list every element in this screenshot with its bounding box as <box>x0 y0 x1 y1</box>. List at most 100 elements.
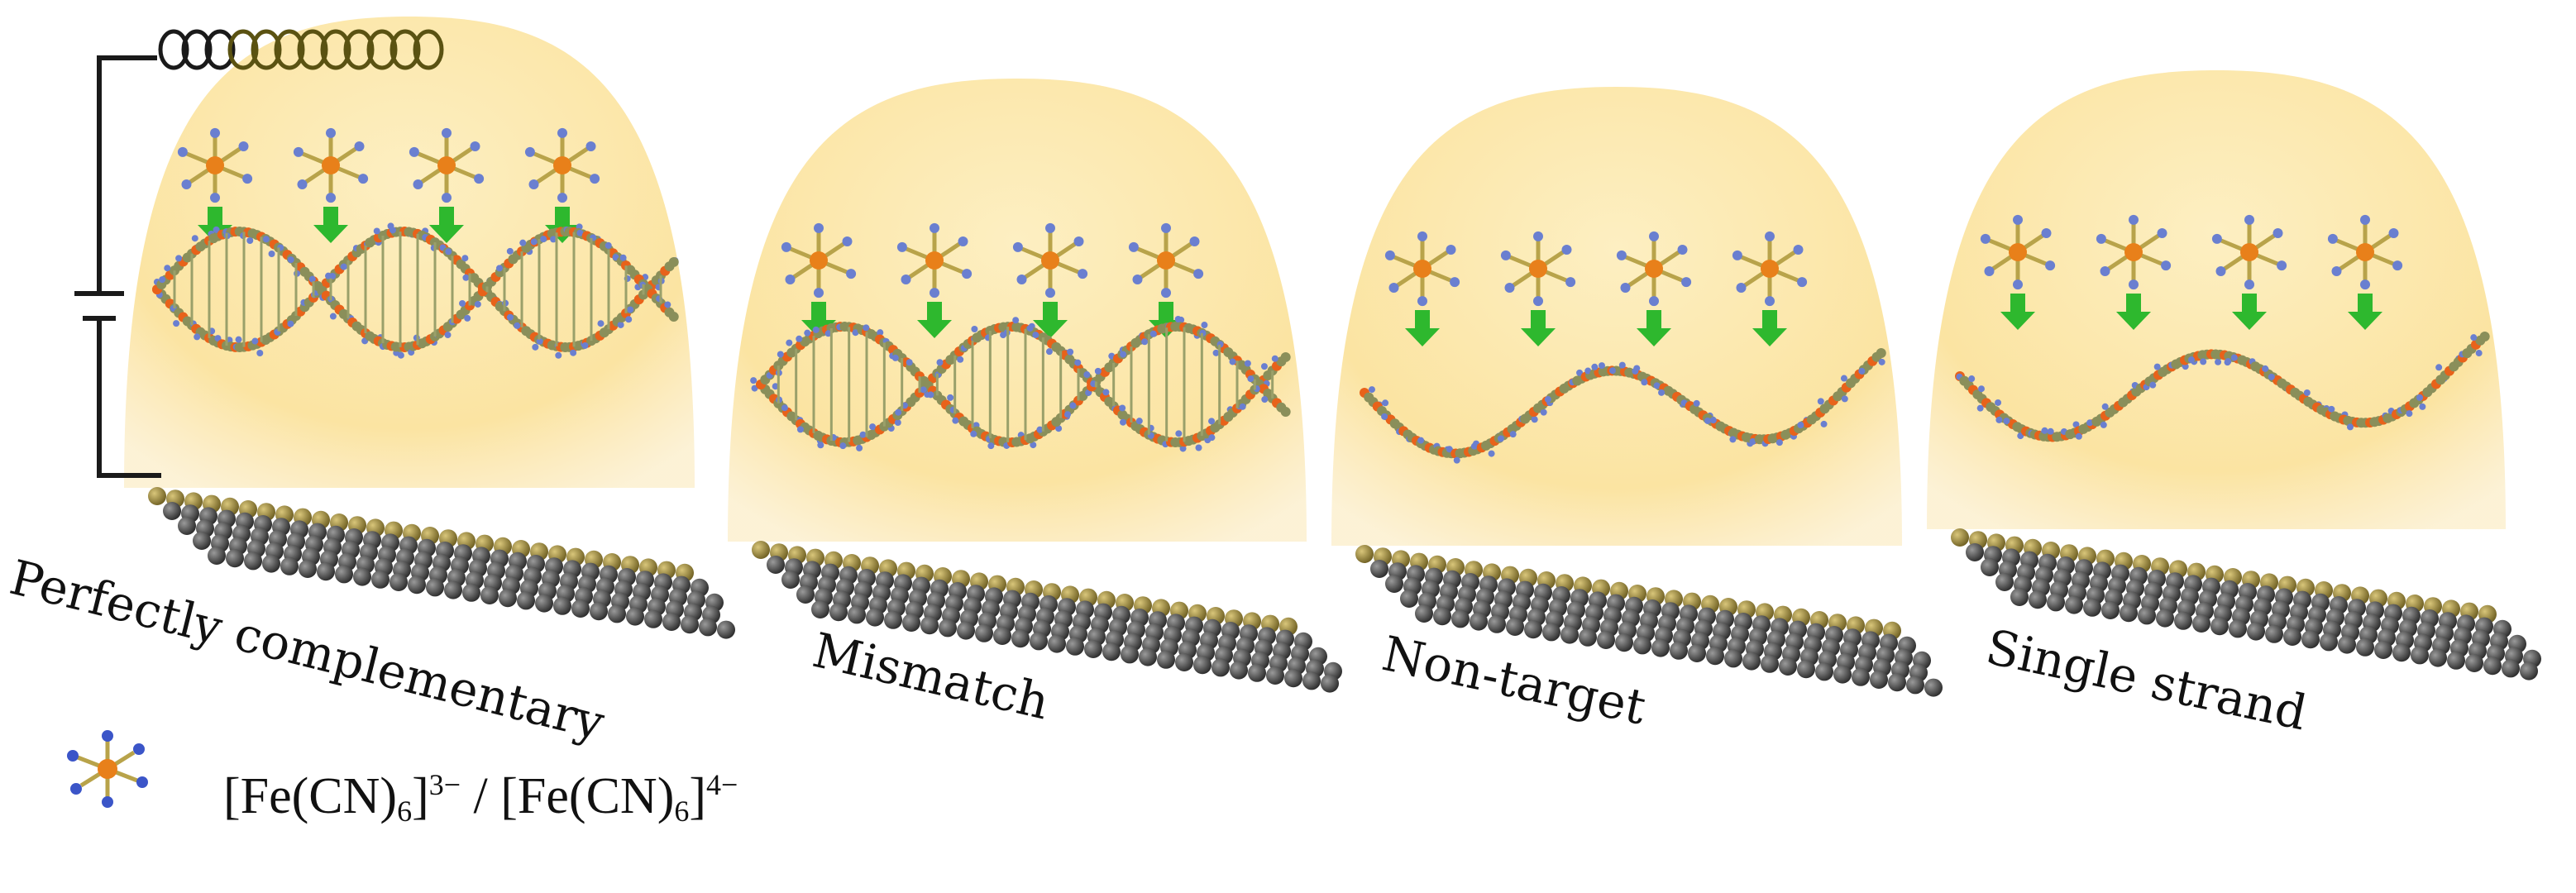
dna-base-atom <box>214 335 222 342</box>
graphene-atom <box>884 610 902 629</box>
graphene-atom <box>796 585 815 604</box>
down-arrow-icon <box>1637 310 1671 346</box>
graphene-atom <box>1724 649 1742 668</box>
dna-base-atom <box>173 320 180 327</box>
dna-base-atom <box>1208 418 1216 425</box>
dna-base-atom <box>1083 371 1091 379</box>
graphene-atom <box>2156 609 2174 628</box>
graphene-atom <box>811 600 829 618</box>
dna-base-atom <box>1497 435 1504 442</box>
graphene-atom <box>2283 628 2301 646</box>
dna-base-atom <box>1641 379 1648 386</box>
graphene-atom <box>426 578 444 597</box>
graphene-atom <box>2320 633 2338 652</box>
graphene-atom <box>1797 660 1815 679</box>
dna-base-atom <box>1149 330 1157 337</box>
dna-base-atom <box>1069 402 1077 409</box>
dna-base-atom <box>2416 394 2424 401</box>
graphene-atom <box>1230 661 1248 680</box>
graphene-atom <box>280 556 299 575</box>
dna-base-atom <box>1544 396 1551 404</box>
dna-base-atom <box>2262 365 2269 372</box>
dna-base-atom <box>251 337 259 345</box>
dna-base-atom <box>1026 324 1034 332</box>
dna-base-atom <box>1244 360 1251 367</box>
graphene-atom <box>335 565 353 584</box>
graphene-atom <box>193 532 211 550</box>
graphene-atom <box>1139 647 1157 666</box>
dna-base-atom <box>852 329 859 337</box>
graphene-atom <box>163 502 181 520</box>
dna-base-atom <box>1576 369 1584 376</box>
dna-base-atom <box>2086 419 2094 427</box>
graphene-atom <box>2520 661 2538 680</box>
dna-base-atom <box>1618 361 1626 369</box>
dna-base-atom <box>1382 399 1389 407</box>
dna-base-atom <box>1174 315 1182 322</box>
dna-base-atom <box>2200 358 2207 365</box>
graphene-atom <box>2392 643 2411 662</box>
graphene-atom <box>1321 674 1339 693</box>
ferricyanide-molecule-icon <box>1384 231 1460 307</box>
dna-base-atom <box>1470 442 1478 450</box>
circuit-wire <box>97 55 161 478</box>
ferricyanide-molecule-icon <box>1732 231 1808 307</box>
graphene-atom <box>535 594 553 613</box>
down-arrow-icon <box>2116 294 2151 330</box>
dna-base-atom <box>1775 439 1783 446</box>
graphene-atom <box>371 570 390 589</box>
dna-base-atom <box>1729 436 1737 443</box>
graphene-atom <box>2338 635 2356 654</box>
dna-base-atom <box>308 275 316 283</box>
graphene-atom <box>299 560 317 578</box>
dna-base-atom <box>1841 395 1848 403</box>
dna-base-atom <box>1693 399 1700 407</box>
dna-base-atom <box>605 241 612 249</box>
dna-base-atom <box>1878 358 1885 365</box>
dna-base-atom <box>1102 389 1110 396</box>
graphene-atom <box>626 607 644 626</box>
electrolyte-droplet <box>1331 87 1902 546</box>
gold-atom <box>148 487 166 505</box>
graphene-atom <box>1102 642 1121 661</box>
dna-base-atom <box>781 404 788 412</box>
dna-base-atom <box>2268 373 2275 380</box>
dna-base-atom <box>936 359 944 366</box>
graphene-atom <box>1779 657 1797 676</box>
graphene-atom <box>1212 658 1230 677</box>
dna-base-atom <box>462 274 470 281</box>
ferricyanide-molecule-icon <box>293 127 369 203</box>
graphene-atom <box>2429 648 2447 667</box>
dna-base-atom <box>1584 367 1592 375</box>
graphene-atom <box>462 583 480 602</box>
graphene-atom <box>1870 671 1888 689</box>
dna-base-atom <box>1045 348 1053 356</box>
dna-base-atom <box>952 417 959 424</box>
dna-base-atom <box>1995 416 2003 423</box>
graphene-atom <box>2483 657 2502 676</box>
dna-base-atom <box>1591 363 1599 370</box>
dna-base-atom <box>957 356 964 363</box>
dna-base-atom <box>751 384 758 392</box>
dna-base-atom <box>213 226 220 233</box>
down-arrow-icon <box>2348 294 2382 330</box>
dna-base-atom <box>1749 437 1756 445</box>
dna-base-atom <box>1212 349 1220 356</box>
dna-base-atom <box>1055 425 1063 432</box>
graphene-atom <box>781 571 800 589</box>
dna-base-atom <box>287 256 294 264</box>
graphene-atom <box>1248 663 1266 682</box>
dna-base-atom <box>947 394 954 401</box>
graphene-atom <box>517 591 535 610</box>
dna-base-atom <box>1968 375 1976 383</box>
dna-base-atom <box>1976 404 1984 412</box>
wire-coil <box>158 29 444 70</box>
dna-base-atom <box>1064 411 1072 418</box>
dna-base-atom <box>2100 421 2107 428</box>
graphene-atom <box>2374 641 2392 659</box>
graphene-atom <box>499 589 517 608</box>
graphene-atom <box>1370 560 1388 578</box>
graphene-atom <box>1175 653 1193 671</box>
dna-base-atom <box>1120 351 1127 358</box>
dna-base-atom <box>262 236 270 243</box>
